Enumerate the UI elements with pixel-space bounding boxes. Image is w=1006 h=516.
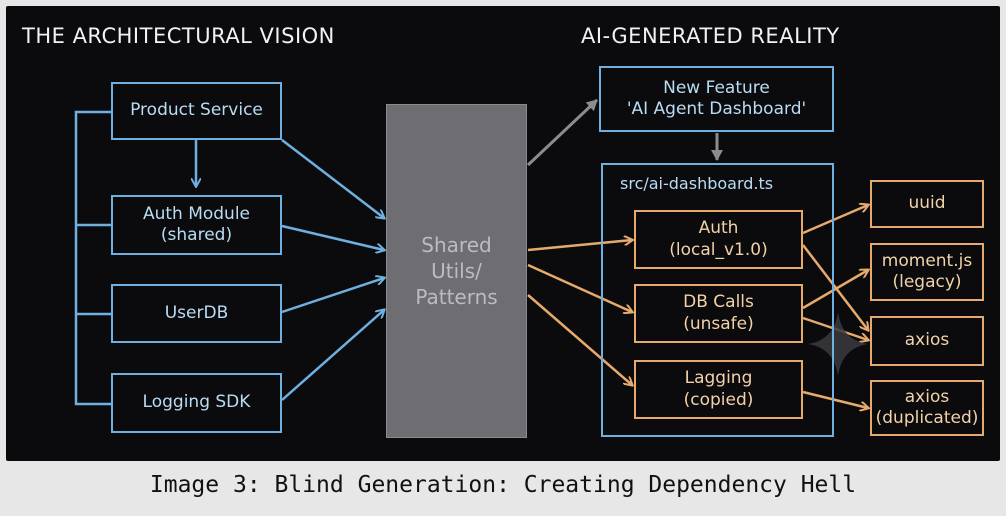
arrow-auth-to-uuid <box>802 205 868 235</box>
product-service-box: Product Service <box>111 82 282 140</box>
container-filename: src/ai-dashboard.ts <box>620 174 774 193</box>
dep-moment-box: moment.js (legacy) <box>870 243 984 301</box>
auth-module-box: Auth Module (shared) <box>111 195 282 255</box>
arrow-dbcalls-to-moment <box>802 270 868 310</box>
arrow-auth-to-axios <box>802 244 868 330</box>
inner-auth-box: Auth (local_v1.0) <box>634 210 803 269</box>
arrow-shared-to-feature <box>526 98 599 167</box>
header-architectural-vision: THE ARCHITECTURAL VISION <box>22 24 335 48</box>
arrow-logging-to-shared <box>281 310 384 401</box>
inner-logging-box: Lagging (copied) <box>634 360 803 419</box>
dep-axios-duplicated-box: axios (duplicated) <box>870 380 984 436</box>
arrow-userdb-to-shared <box>281 278 384 314</box>
arrow-shared-to-auth <box>527 240 632 252</box>
figure-caption: Image 3: Blind Generation: Creating Depe… <box>149 472 857 498</box>
arrow-shared-to-logging <box>527 294 632 385</box>
arrow-shared-to-dbcalls <box>527 263 632 312</box>
dep-axios-box: axios <box>870 316 984 366</box>
shared-utils-block: Shared Utils/ Patterns <box>386 104 527 438</box>
sparkle-icon <box>808 312 868 376</box>
ai-dashboard-container <box>601 163 834 437</box>
arrow-auth-to-shared <box>281 224 384 250</box>
dep-uuid-box: uuid <box>870 180 984 228</box>
arrow-logging-to-axios-dup <box>802 390 868 408</box>
userdb-box: UserDB <box>111 284 282 343</box>
arrow-product-to-shared <box>281 139 384 218</box>
db-calls-box: DB Calls (unsafe) <box>634 284 803 343</box>
header-ai-generated-reality: AI-GENERATED REALITY <box>581 24 840 48</box>
bracket-line <box>74 110 112 406</box>
new-feature-box: New Feature 'AI Agent Dashboard' <box>599 66 834 132</box>
logging-sdk-box: Logging SDK <box>111 373 282 433</box>
